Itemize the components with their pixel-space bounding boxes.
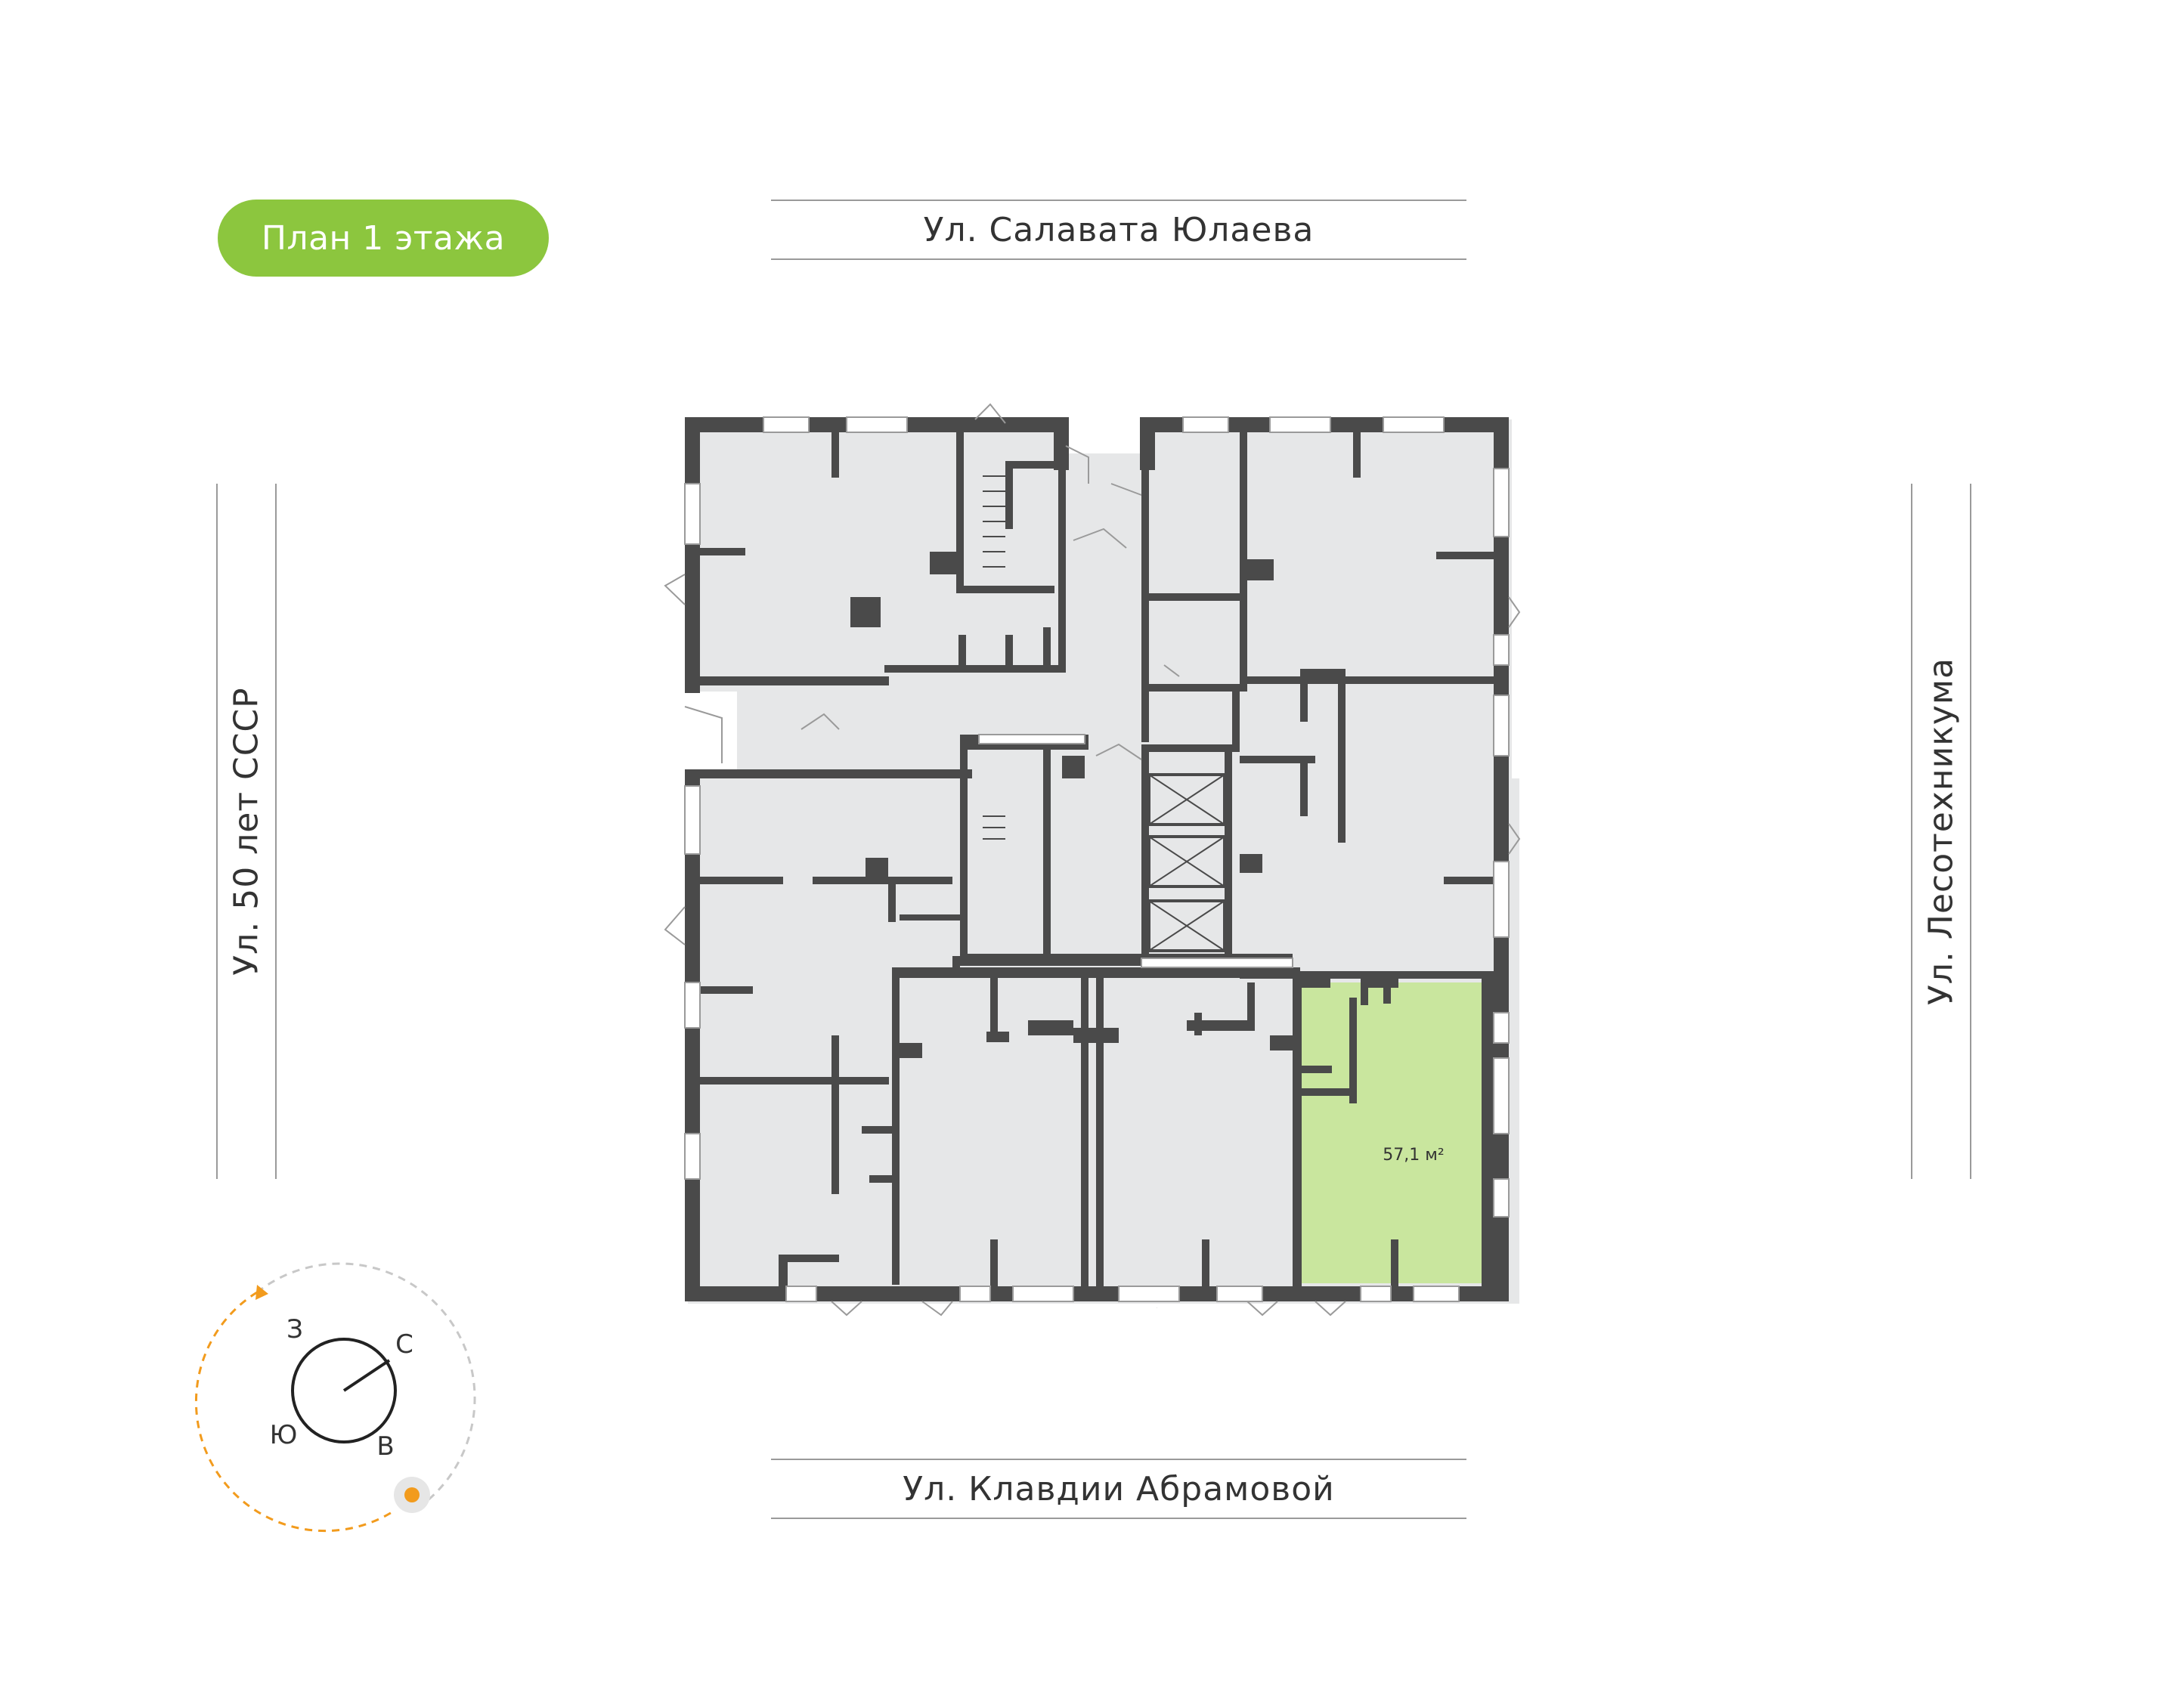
stairs [983, 475, 1005, 840]
sun-path-arrow [255, 1285, 268, 1300]
compass-east: В [376, 1431, 394, 1462]
doors [664, 403, 1521, 1317]
floor-plan-title: План 1 этажа [261, 218, 506, 258]
street-label-north: Ул. Салавата Юлаева [771, 200, 1466, 260]
sun-path-rest [256, 1262, 476, 1505]
street-label-south: Ул. Клавдии Абрамовой [771, 1459, 1466, 1519]
street-label-west: Ул. 50 лет СССР [216, 484, 277, 1179]
compass: З С Ю В [194, 1262, 476, 1533]
compass-west: З [286, 1314, 303, 1344]
street-name-north: Ул. Салавата Юлаева [923, 210, 1315, 249]
unit-area-label: 57,1 м² [1383, 1146, 1444, 1165]
sun-core [404, 1487, 420, 1502]
sun-path-arc [194, 1291, 394, 1533]
elevator-shafts [1148, 774, 1225, 951]
highlighted-unit[interactable] [1300, 982, 1489, 1283]
compass-needle [342, 1359, 391, 1392]
compass-north: С [395, 1329, 413, 1360]
street-label-east: Ул. Лесотехникума [1911, 484, 1971, 1179]
compass-south: Ю [270, 1420, 298, 1450]
floor-plan-badge: План 1 этажа [218, 200, 549, 277]
windows [684, 416, 1510, 1302]
street-name-south: Ул. Клавдии Абрамовой [903, 1469, 1335, 1508]
